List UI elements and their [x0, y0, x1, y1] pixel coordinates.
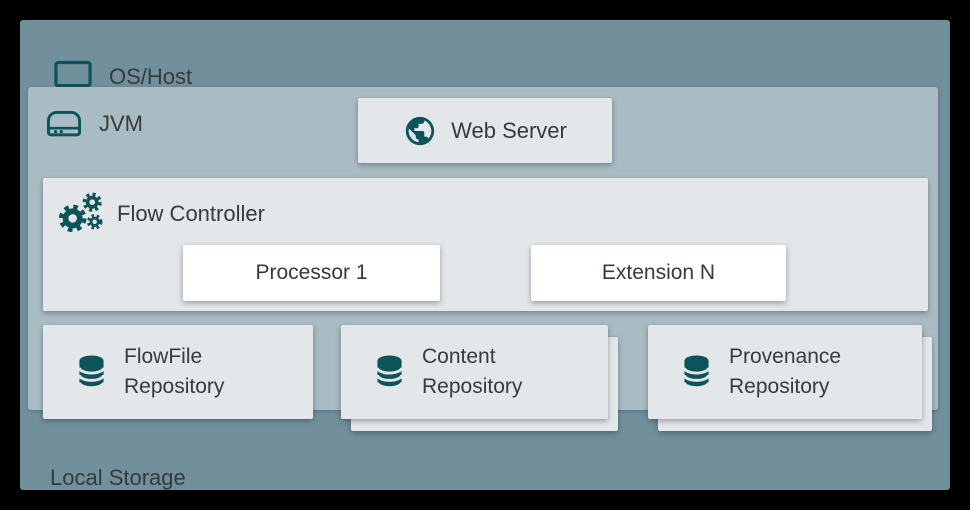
flow-controller-box: Flow Controller: [43, 178, 928, 311]
content-repository-box: Content Repository: [341, 325, 608, 419]
flow-controller-label: Flow Controller: [57, 192, 265, 235]
gears-icon: [58, 192, 103, 233]
database-icon: [682, 355, 711, 390]
database-icon: [77, 355, 106, 390]
processor-box: Processor 1: [183, 245, 440, 301]
provenance-repository-label: Provenance Repository: [729, 345, 842, 398]
database-icon: [375, 355, 404, 390]
os-host-title: OS/Host: [109, 64, 193, 89]
extension-title: Extension N: [601, 261, 716, 284]
web-server-box: Web Server: [358, 98, 612, 163]
jvm-title: JVM: [99, 111, 143, 136]
provenance-repository-box: Provenance Repository: [648, 325, 922, 419]
extension-box: Extension N: [531, 245, 786, 301]
flow-controller-title: Flow Controller: [117, 200, 265, 226]
web-server-title: Web Server: [451, 117, 567, 143]
processor-title: Processor 1: [255, 261, 368, 284]
flowfile-repository-box: FlowFile Repository: [43, 325, 313, 419]
content-repository-label: Content Repository: [422, 345, 523, 398]
hard-drive-icon: [46, 110, 82, 136]
local-storage-label: Local Storage: [50, 465, 186, 490]
flowfile-repository-label: FlowFile Repository: [124, 345, 225, 398]
globe-icon: [405, 116, 435, 145]
jvm-label: JVM: [45, 104, 143, 144]
